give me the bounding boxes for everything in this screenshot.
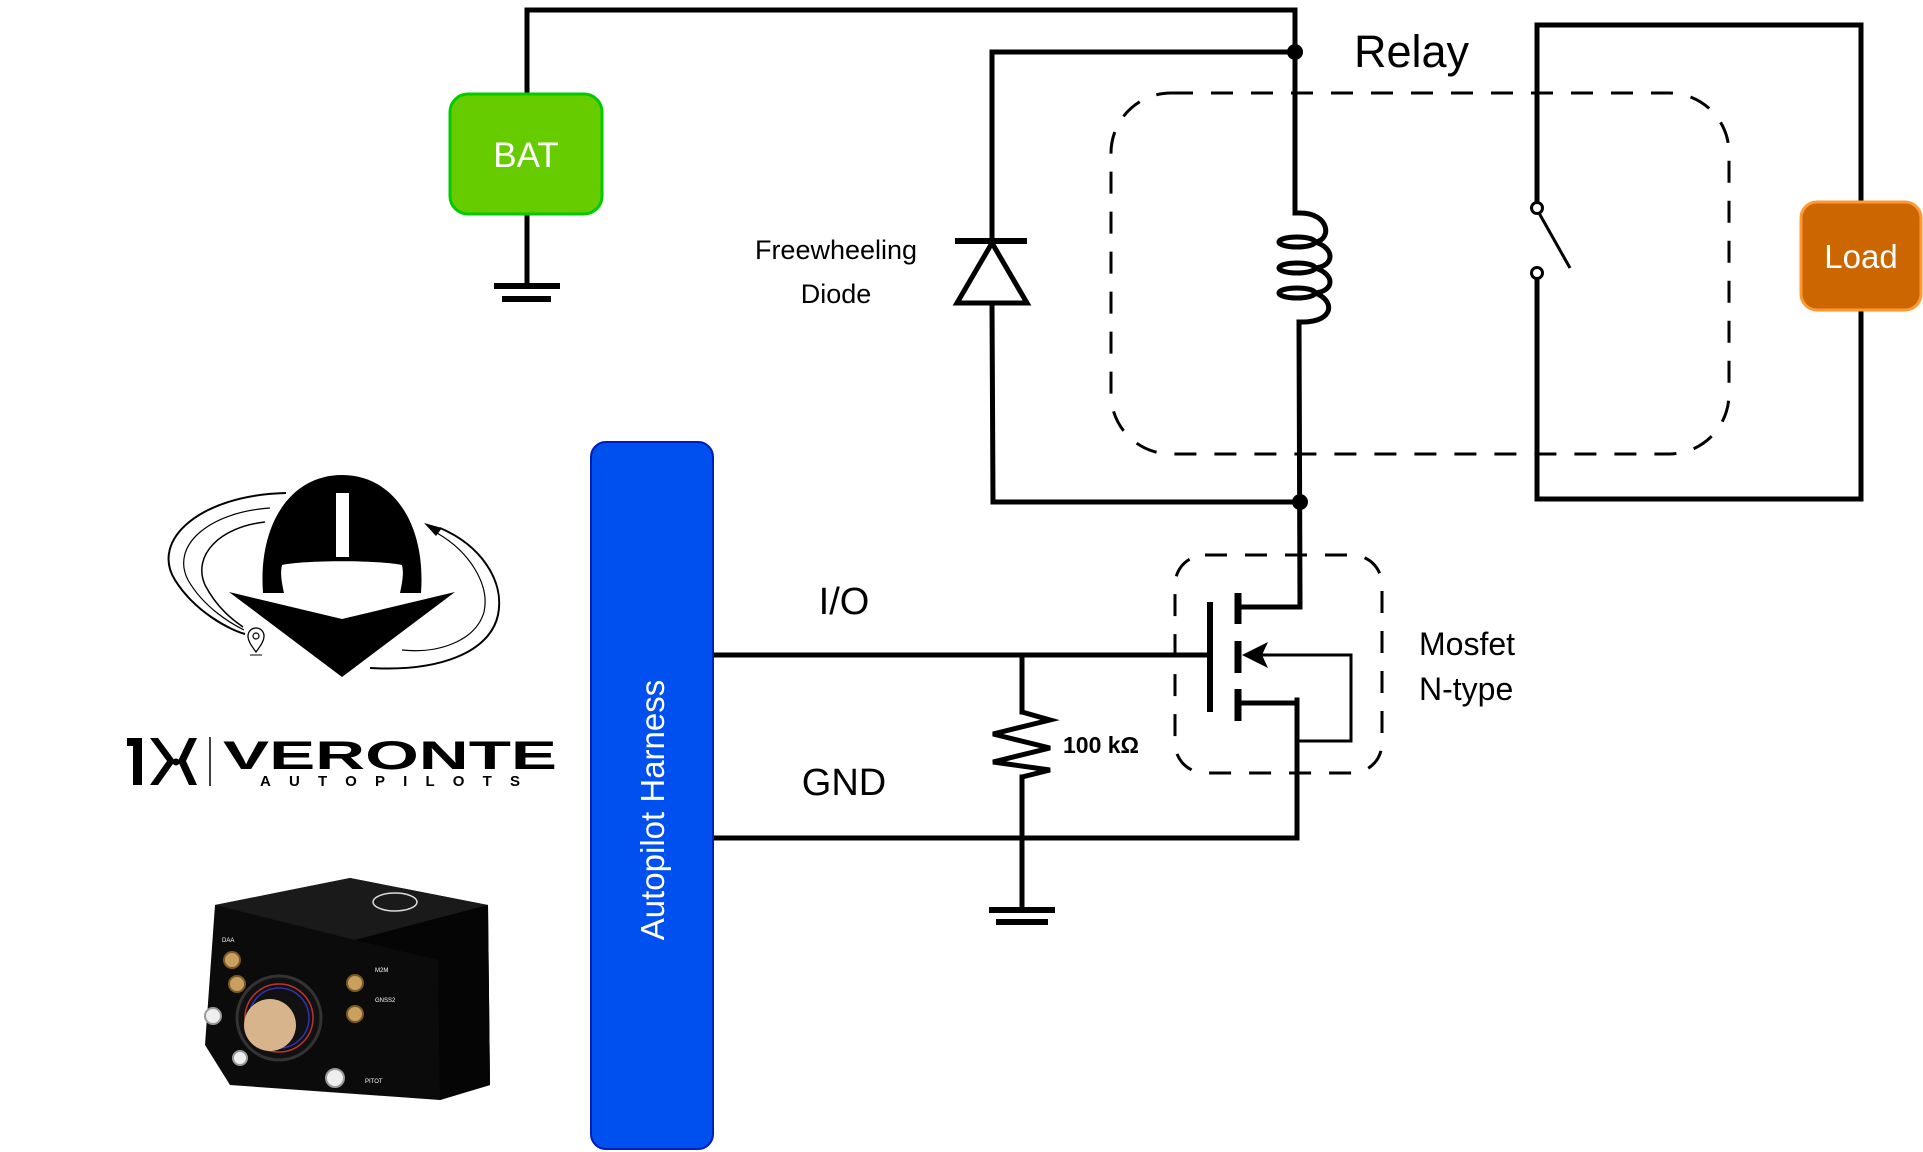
battery-supply-wire <box>524 7 1298 97</box>
orbit-right-inner-icon <box>401 532 486 652</box>
device-port-label-gnss2: GNSS2 <box>375 998 396 1004</box>
diode-top-wire <box>989 49 1298 244</box>
mosfet[interactable] <box>1173 553 1384 841</box>
gnd-label: GND <box>802 762 886 804</box>
orbit-left-inner2-icon <box>201 521 266 628</box>
mosfet-body-arrow-icon <box>1242 642 1268 668</box>
diode-bottom-wire <box>989 300 1303 505</box>
battery-block[interactable]: BAT <box>448 92 604 216</box>
device-port-label-m2m: M2M <box>375 968 388 974</box>
device-connector-pins <box>244 999 296 1051</box>
mosfet-label-line1: Mosfet <box>1419 626 1515 662</box>
device-sma-port-icon <box>346 974 364 992</box>
relay-boundary <box>1109 91 1731 456</box>
freewheeling-diode[interactable] <box>952 49 1303 505</box>
device-pneumatic-port-icon <box>204 1007 222 1025</box>
wordmark-title: VERONTE <box>223 734 557 778</box>
device-sma-port-icon <box>223 951 241 969</box>
orbit-left-icon <box>167 492 287 635</box>
battery-wiring <box>494 7 1298 302</box>
junction-dot-top <box>1287 44 1303 60</box>
diode-label-line1: Freewheeling <box>755 235 917 265</box>
mosfet-source-wire <box>1235 700 1300 841</box>
pulldown-resistor[interactable] <box>989 652 1060 925</box>
load-block[interactable]: Load <box>1799 200 1923 312</box>
device-port-label-daa: DAA <box>222 938 234 944</box>
relay-switch[interactable] <box>1530 201 1572 280</box>
veronte-wordmark: VERONTE AUTOPILOTS <box>127 734 557 790</box>
orbit-left-inner-icon <box>183 507 271 631</box>
coil-loop <box>1276 285 1318 301</box>
switch-contact-top <box>1530 201 1544 215</box>
resistor-icon <box>992 709 1060 780</box>
load-loop-wire-bottom <box>1534 275 1864 502</box>
orbit-right-icon <box>369 527 501 670</box>
load-box[interactable] <box>1799 200 1923 312</box>
helmet-stripe <box>336 493 349 557</box>
harness-box[interactable] <box>590 441 714 1150</box>
mosfet-label-line2: N-type <box>1419 671 1513 707</box>
diode-label-line2: Diode <box>801 279 872 309</box>
coil-loop <box>1276 260 1318 276</box>
location-pin-icon <box>247 627 265 656</box>
device-pneumatic-port-icon <box>232 1050 248 1066</box>
switch-arm-icon <box>1537 212 1572 269</box>
device-top-face <box>215 878 488 940</box>
device-port-label-pitot: PITOT <box>365 1079 383 1085</box>
battery-box[interactable] <box>448 92 604 216</box>
relay-label: Relay <box>1354 26 1470 77</box>
switch-contact-bottom <box>1530 266 1544 280</box>
device-sma-port-icon <box>346 1005 364 1023</box>
load-loop-wire-top <box>1534 22 1864 206</box>
coil-loop <box>1276 234 1318 250</box>
autopilot-harness[interactable]: Autopilot Harness <box>590 441 714 1150</box>
mosfet-body-wire <box>1250 653 1353 743</box>
diode-icon <box>952 238 1032 306</box>
io-label: I/O <box>819 581 870 623</box>
mosfet-drain-wire <box>1235 597 1303 610</box>
veronte-mark-icon <box>127 738 197 785</box>
relay-coil[interactable] <box>1276 49 1333 609</box>
veronte-autopilot-device: DAA M2M GNSS2 PITOT <box>204 878 490 1100</box>
device-logo-icon <box>372 892 418 912</box>
device-pneumatic-port-icon <box>325 1068 345 1088</box>
orbit-arrowhead-icon <box>424 523 442 536</box>
helmet-chevron-icon <box>229 592 455 677</box>
battery-label: BAT <box>493 136 558 175</box>
device-sma-port-icon <box>228 975 246 993</box>
load-circuit <box>1534 22 1864 502</box>
gnd-signal-wire <box>710 697 1300 841</box>
device-side-face <box>355 905 490 1100</box>
junction-dot-bottom <box>1292 494 1308 510</box>
veronte-helmet-logo <box>167 475 501 677</box>
coil-bottom-wire <box>1296 319 1303 609</box>
harness-label: Autopilot Harness <box>634 680 671 940</box>
resistor-label: 100 kΩ <box>1063 732 1139 758</box>
load-label: Load <box>1824 238 1897 275</box>
